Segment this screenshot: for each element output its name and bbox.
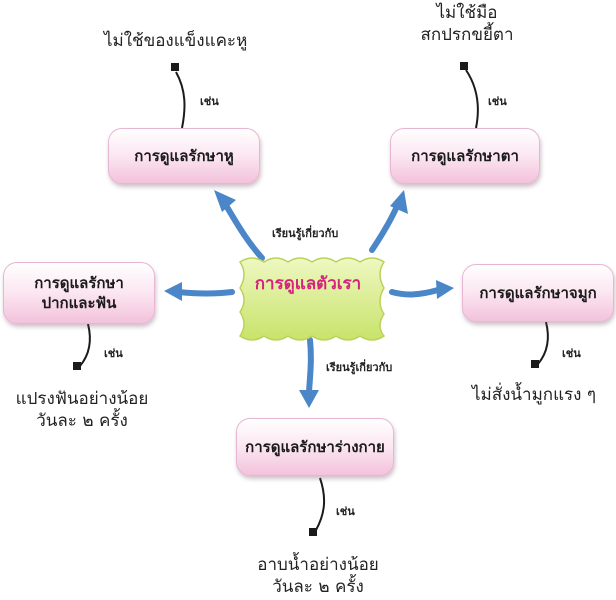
connector-ear (171, 63, 186, 129)
example-body-line1: อาบน้ำอย่างน้อย (257, 555, 379, 575)
arrow-to-ear (214, 190, 265, 261)
relation-label-top: เรียนรู้เกี่ยวกับ (272, 227, 339, 240)
example-nose-text: ไม่สั่งน้ำมูกแรง ๆ (472, 385, 597, 405)
relation-label-bottom: เรียนรู้เกี่ยวกับ (326, 361, 393, 374)
connector-body (309, 477, 326, 536)
topic-label-mouth-line2: ปากและฟัน (41, 294, 117, 312)
connector-nose (531, 321, 549, 368)
example-word-nose: เช่น (562, 347, 581, 360)
example-word-ear: เช่น (200, 95, 219, 108)
example-body-line2: วันละ ๒ ครั้ง (272, 577, 364, 598)
example-mouth-line2: วันละ ๒ ครั้ง (36, 411, 128, 432)
example-note-body: อาบน้ำอย่างน้อย วันละ ๒ ครั้ง (236, 554, 400, 598)
connector-mouth (73, 323, 91, 370)
example-note-ear: ไม่ใช้ของแข็งแคะหู (104, 30, 247, 52)
arrow-to-body (299, 337, 319, 408)
topic-label-eye: การดูแลรักษาตา (411, 146, 519, 165)
example-word-mouth: เช่น (104, 347, 123, 360)
topic-label-ear: การดูแลรักษาหู (134, 146, 234, 165)
arrow-to-mouth (164, 282, 235, 301)
topic-box-nose: การดูแลรักษาจมูก (462, 264, 614, 322)
example-mouth-line1: แปรงฟันอย่างน้อย (15, 389, 149, 409)
center-wavy-shape (238, 257, 386, 341)
center-topic-label: การดูแลตัวเรา (254, 274, 362, 294)
example-ear-text: ไม่ใช้ของแข็งแคะหู (104, 31, 248, 51)
example-word-body: เช่น (336, 505, 355, 518)
arrow-to-eye (369, 190, 408, 253)
example-eye-line2: สกปรกขยี้ตา (420, 25, 514, 46)
topic-label-body: การดูแลรักษาร่างกาย (245, 437, 385, 456)
topic-box-body: การดูแลรักษาร่างกาย (236, 418, 394, 476)
example-word-eye: เช่น (488, 95, 507, 108)
arrow-to-nose (389, 280, 454, 299)
topic-box-mouth: การดูแลรักษา ปากและฟัน (3, 262, 155, 324)
topic-label-mouth-line1: การดูแลรักษา (34, 273, 124, 292)
example-note-nose: ไม่สั่งน้ำมูกแรง ๆ (472, 384, 596, 406)
topic-label-nose: การดูแลรักษาจมูก (479, 283, 597, 302)
topic-box-ear: การดูแลรักษาหู (108, 128, 260, 184)
example-eye-line1: ไม่ใช้มือ (436, 3, 498, 23)
topic-box-eye: การดูแลรักษาตา (390, 128, 540, 184)
example-note-mouth: แปรงฟันอย่างน้อย วันละ ๒ ครั้ง (2, 388, 162, 432)
connector-eye (460, 62, 479, 129)
example-note-eye: ไม่ใช้มือ สกปรกขยี้ตา (402, 2, 532, 46)
